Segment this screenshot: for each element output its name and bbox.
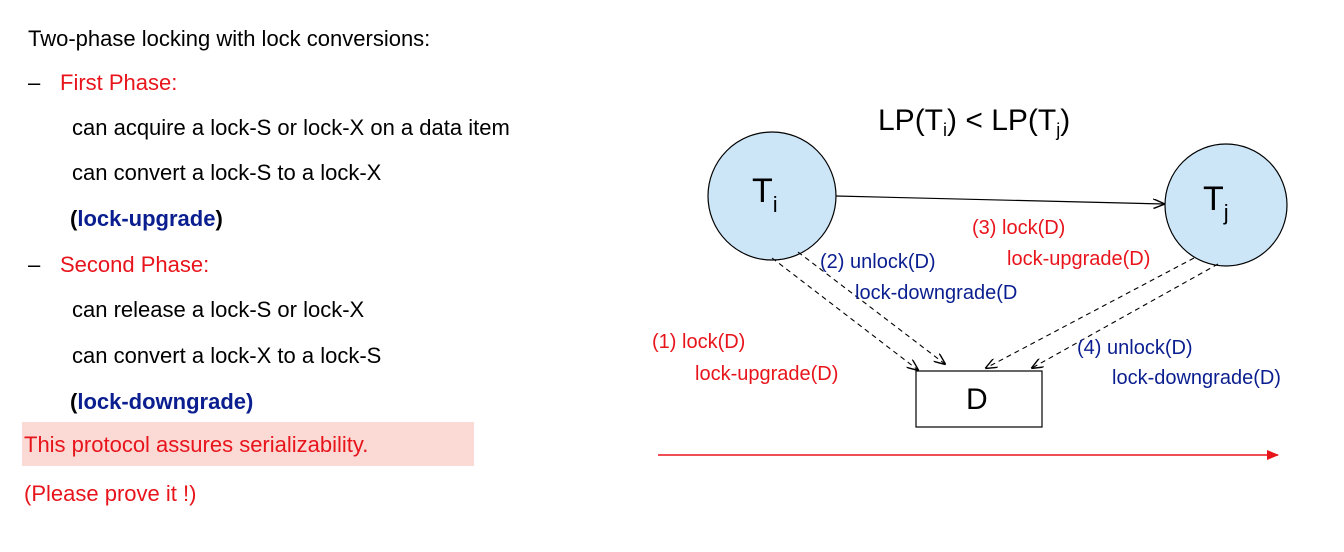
first-phase-line-2: can convert a lock-S to a lock-X [72, 160, 382, 185]
bullet-dash-second: – [28, 252, 41, 277]
dashed-arrow-2 [797, 251, 945, 364]
node-d-box [915, 370, 1043, 428]
node-ti-label: Ti [752, 172, 778, 224]
heading: Two-phase locking with lock conversions: [28, 26, 431, 51]
step-3-line-b: lock-upgrade(D) [1007, 248, 1151, 270]
second-phase-line-3: (lock-downgrade) [70, 389, 253, 415]
paren-open: ( [70, 389, 78, 414]
second-phase-line-1: can release a lock-S or lock-X [72, 297, 365, 322]
step-4-line-b: lock-downgrade(D) [1112, 367, 1281, 389]
node-ti-letter: T [752, 172, 773, 210]
second-phase-label: Second Phase: [60, 252, 210, 277]
diagram-title: LP(Ti) < LP(Tj) [878, 104, 1070, 147]
lock-downgrade-term: lock-downgrade) [77, 389, 254, 414]
node-ti-sub: i [772, 192, 778, 217]
title-part-1: LP(T [878, 104, 944, 137]
arrow-ti-to-tj [835, 195, 1164, 204]
step-3-line-a: (3) lock(D) [972, 217, 1066, 239]
first-phase-label: First Phase: [60, 70, 178, 95]
step-2-line-a: (2) unlock(D) [820, 251, 936, 273]
step-4-line-a: (4) unlock(D) [1077, 337, 1193, 359]
conclusion-text: This protocol assures serializability. [24, 432, 369, 457]
paren-close: ) [215, 206, 223, 231]
dashed-arrow-3 [986, 257, 1195, 368]
dashed-arrow-1 [771, 257, 918, 370]
first-phase-line-1: can acquire a lock-S or lock-X on a data… [72, 115, 510, 140]
bullet-dash-first: – [28, 70, 41, 95]
title-sub-2: j [1056, 120, 1061, 140]
node-tj-letter: T [1203, 180, 1224, 218]
conclusion-highlight [22, 422, 474, 466]
paren-open: ( [70, 206, 78, 231]
second-phase-line-2: can convert a lock-X to a lock-S [72, 343, 382, 368]
node-tj-sub: j [1223, 200, 1229, 225]
prove-text: (Please prove it !) [24, 481, 197, 506]
step-2-line-b: lock-downgrade(D [855, 282, 1018, 304]
node-tj-label: Tj [1203, 180, 1229, 232]
title-sub-1: i [943, 120, 948, 140]
title-part-2: ) < LP(T [947, 104, 1057, 137]
node-d-label: D [966, 383, 988, 416]
step-1-line-b: lock-upgrade(D) [695, 363, 839, 385]
first-phase-line-3: (lock-upgrade) [70, 206, 223, 232]
lock-upgrade-term: lock-upgrade [77, 206, 216, 231]
step-1-line-a: (1) lock(D) [652, 331, 746, 353]
title-part-3: ) [1060, 104, 1071, 137]
